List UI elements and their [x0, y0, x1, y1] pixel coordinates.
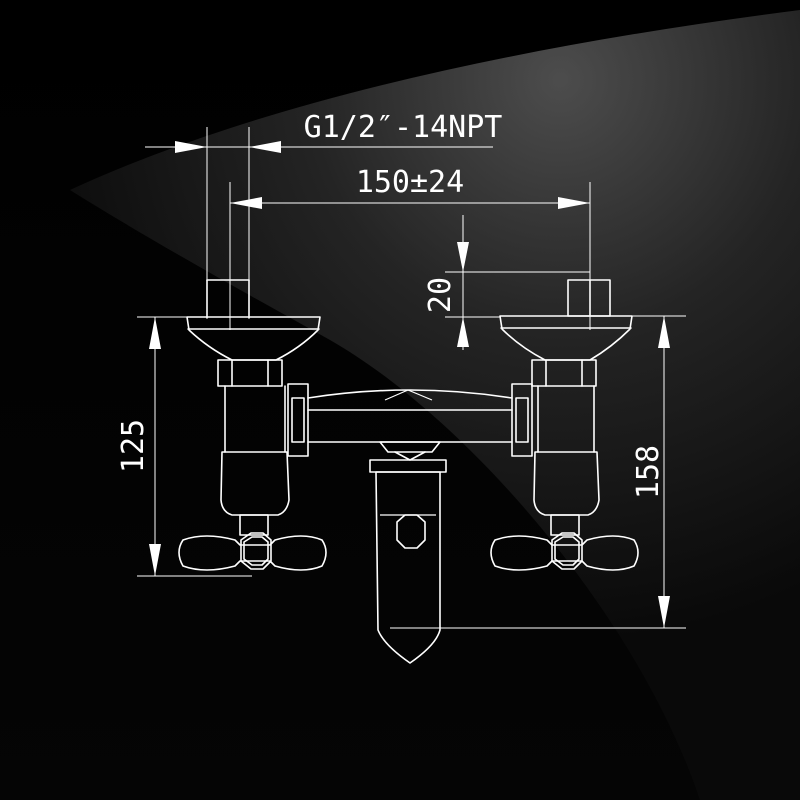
right-height-label: 158 — [631, 445, 666, 499]
left-valve — [178, 279, 327, 571]
spout — [369, 459, 447, 664]
dimension-spacing: 150±24 — [229, 165, 591, 330]
dimension-rise: 20 — [423, 215, 590, 350]
mixer-body — [287, 383, 533, 461]
glare-highlight — [70, 10, 800, 800]
right-valve — [490, 279, 639, 571]
dimension-left-height: 125 — [116, 316, 252, 577]
spacing-label: 150±24 — [356, 165, 464, 200]
thread-label: G1/2″-14NPT — [304, 110, 503, 145]
rise-label: 20 — [423, 277, 458, 313]
dimension-right-height: 158 — [390, 315, 686, 629]
left-height-label: 125 — [116, 419, 151, 473]
